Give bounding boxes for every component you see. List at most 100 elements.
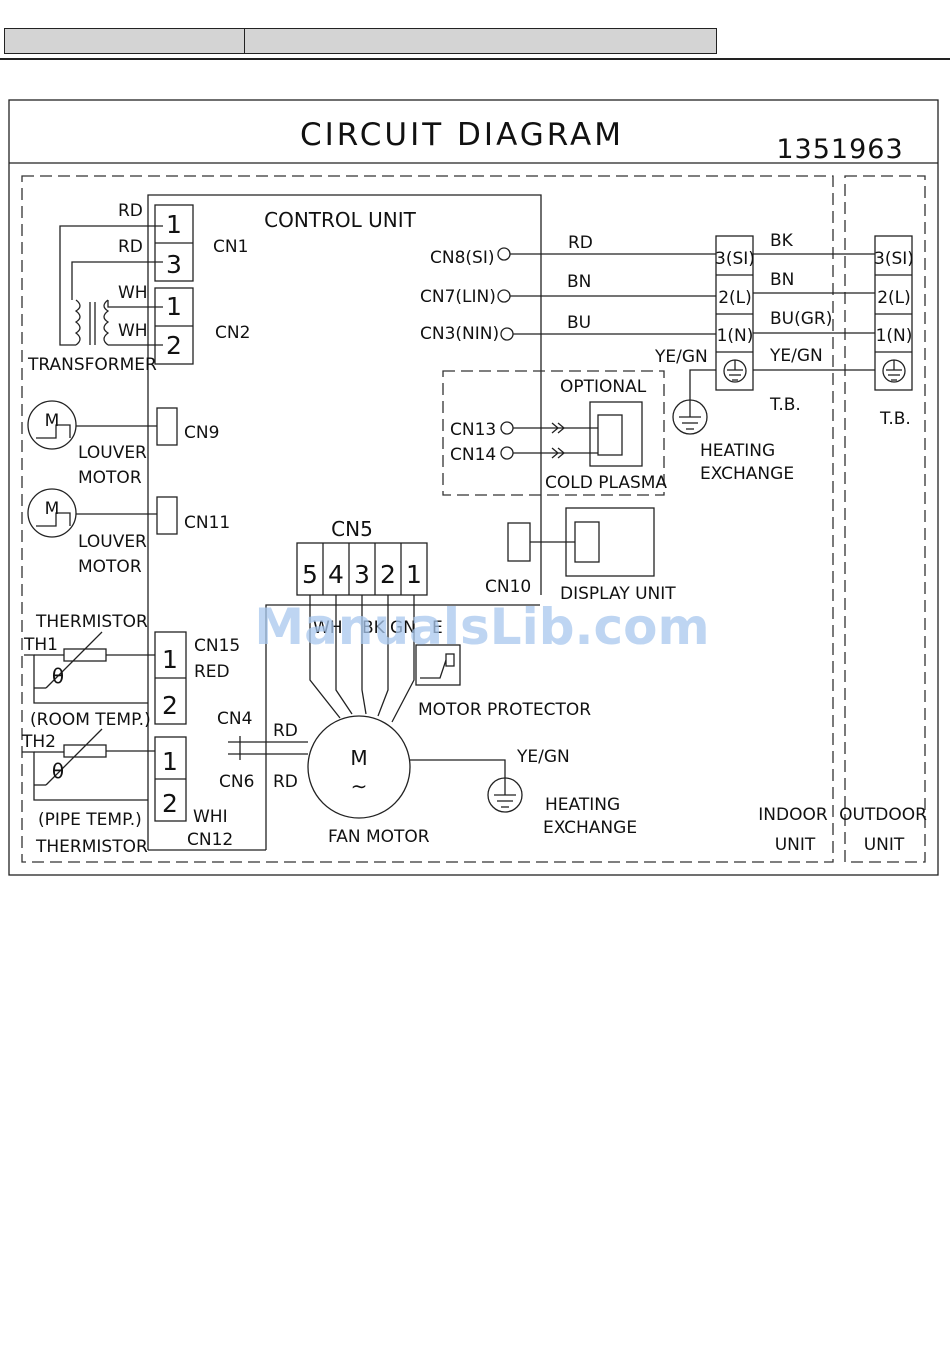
control-unit: CONTROL UNIT — [147, 194, 542, 850]
connector-label-cn11: CN11 — [184, 513, 230, 533]
wire-label-gn: GN — [390, 618, 416, 638]
connector-arrow-icon — [551, 447, 566, 459]
motor-symbol: M — [45, 499, 60, 519]
wire-label-bn: BN — [770, 270, 794, 290]
header-rule — [0, 58, 950, 60]
motor-protector-icon — [415, 644, 461, 686]
wire-label-rd: RD — [273, 772, 298, 792]
pin-number: 1 — [162, 645, 178, 674]
indoor-unit-label: INDOOR — [758, 805, 828, 825]
connector-color-whi: WHI — [193, 807, 228, 827]
optional-label: OPTIONAL — [560, 377, 647, 397]
motor-symbol: M — [45, 411, 60, 431]
connector-label-cn9: CN9 — [184, 423, 219, 443]
thermistor-icon — [63, 648, 107, 662]
thermistor-pipe: TH2 θ (PIPE TEMP.) THERMISTOR — [21, 728, 155, 857]
pin-number: 1 — [166, 292, 182, 321]
connector-label-cn10: CN10 — [485, 577, 531, 597]
connector-label-cn2: CN2 — [215, 323, 250, 343]
pin-number: 3 — [354, 560, 370, 589]
thermistor-room: THERMISTOR TH1 θ (ROOM TEMP.) — [23, 612, 155, 730]
pin-number: 1 — [162, 747, 178, 776]
pin-number: 3 — [166, 250, 182, 279]
louver-motor-label: LOUVER — [78, 532, 147, 552]
pin-number: 5 — [302, 560, 318, 589]
pin-number: 1 — [406, 560, 422, 589]
connector-cn1: 1 3 CN1 — [154, 204, 248, 282]
terminal-icon — [497, 289, 511, 303]
room-temp-label: (ROOM TEMP.) — [30, 710, 151, 730]
thermistor-label: THERMISTOR — [35, 837, 148, 857]
connector-cn12: 1 2 WHI CN12 — [154, 736, 233, 850]
wire-label-wh: WH — [118, 321, 148, 341]
wire-label-bu: BU — [567, 313, 591, 333]
louver-motor-label: MOTOR — [78, 468, 142, 488]
display-unit: CN10 DISPLAY UNIT — [485, 507, 676, 604]
pin-number: 2 — [166, 331, 182, 360]
connector-label-cn1: CN1 — [213, 237, 248, 257]
cold-plasma-label: COLD PLASMA — [545, 473, 667, 493]
wire-label-yegn: YE/GN — [654, 347, 708, 367]
wire-label-bk: BK — [770, 231, 794, 251]
connector-label-cn14: CN14 — [450, 445, 496, 465]
connector-label-cn8: CN8(SI) — [430, 248, 494, 268]
pin-number: 2 — [380, 560, 396, 589]
connector-cn9-housing — [156, 407, 178, 446]
terminal-label: 1(N) — [876, 326, 913, 346]
fan-motor-symbol: M — [350, 746, 367, 770]
pin-number: 1 — [166, 210, 182, 239]
wire-label-rd: RD — [118, 201, 143, 221]
terminal-label: 2(L) — [877, 288, 911, 308]
connector-label-cn3: CN3(NIN) — [420, 324, 499, 344]
pipe-temp-label: (PIPE TEMP.) — [38, 810, 142, 830]
terminal-icon — [497, 247, 511, 261]
connector-label-cn6: CN6 — [219, 772, 254, 792]
cold-plasma-module — [589, 401, 643, 467]
wire-label-bn: BN — [567, 272, 591, 292]
watermark: ManualsLib.com — [254, 598, 709, 656]
display-unit-label: DISPLAY UNIT — [560, 584, 676, 604]
header-bar-divider — [244, 28, 245, 54]
connector-cn5: CN5 5 4 3 2 1 — [296, 517, 428, 596]
control-unit-label: CONTROL UNIT — [264, 208, 417, 232]
connector-label-cn7: CN7(LIN) — [420, 287, 496, 307]
thermistor-label: THERMISTOR — [35, 612, 148, 632]
connector-color-red: RED — [194, 662, 230, 682]
pin-number: 4 — [328, 560, 344, 589]
outdoor-unit-label: OUTDOOR — [839, 805, 927, 825]
pin-number: 2 — [162, 691, 178, 720]
terminal-label: 3(SI) — [874, 249, 914, 269]
motor-protector-label: MOTOR PROTECTOR — [418, 700, 591, 720]
ac-symbol: ∼ — [351, 774, 368, 798]
outdoor-unit-boundary — [844, 175, 926, 863]
document-number: 1351963 — [776, 134, 903, 165]
louver-motor-1: M CN9 LOUVER MOTOR — [27, 400, 219, 488]
indoor-terminal-block: 3(SI) 2(L) 1(N) T.B. — [715, 235, 801, 415]
heating-exchange-label: HEATING — [700, 441, 775, 461]
diagram-frame — [8, 99, 939, 876]
transformer-section: RD RD WH WH TRANSFORMER — [27, 201, 163, 375]
th2-label: TH2 — [21, 732, 56, 752]
fan-motor-wiring: WH BK GN E MOTOR PROTECTOR M ∼ FAN MOTOR… — [148, 595, 637, 851]
header-bar — [4, 28, 717, 54]
transformer-secondary-coil-icon — [103, 299, 110, 346]
connector-label-cn4: CN4 — [217, 709, 252, 729]
power-connectors: CN8(SI) RD CN7(LIN) BN CN3(NIN) BU — [420, 233, 716, 344]
terminal-label: 1(N) — [717, 326, 754, 346]
connector-cn15: 1 2 CN15 RED — [154, 631, 240, 725]
connector-label-cn13: CN13 — [450, 420, 496, 440]
connector-label-cn5: CN5 — [331, 517, 373, 541]
connector-cn11-housing — [156, 496, 178, 535]
heating-exchange-label: EXCHANGE — [543, 818, 637, 838]
louver-motor-label: LOUVER — [78, 443, 147, 463]
terminal-icon — [500, 327, 514, 341]
wire-label-yegn: YE/GN — [516, 747, 570, 767]
optional-cold-plasma: OPTIONAL COLD PLASMA CN13 CN14 — [442, 370, 667, 496]
motor-icon — [27, 488, 77, 538]
terminal-icon — [500, 446, 514, 460]
wire-label-yegn: YE/GN — [769, 346, 823, 366]
outdoor-unit-label: UNIT — [864, 835, 905, 855]
connector-cn2: 1 2 CN2 — [154, 287, 250, 365]
terminal-label: 3(SI) — [715, 249, 755, 269]
motor-icon — [27, 400, 77, 450]
